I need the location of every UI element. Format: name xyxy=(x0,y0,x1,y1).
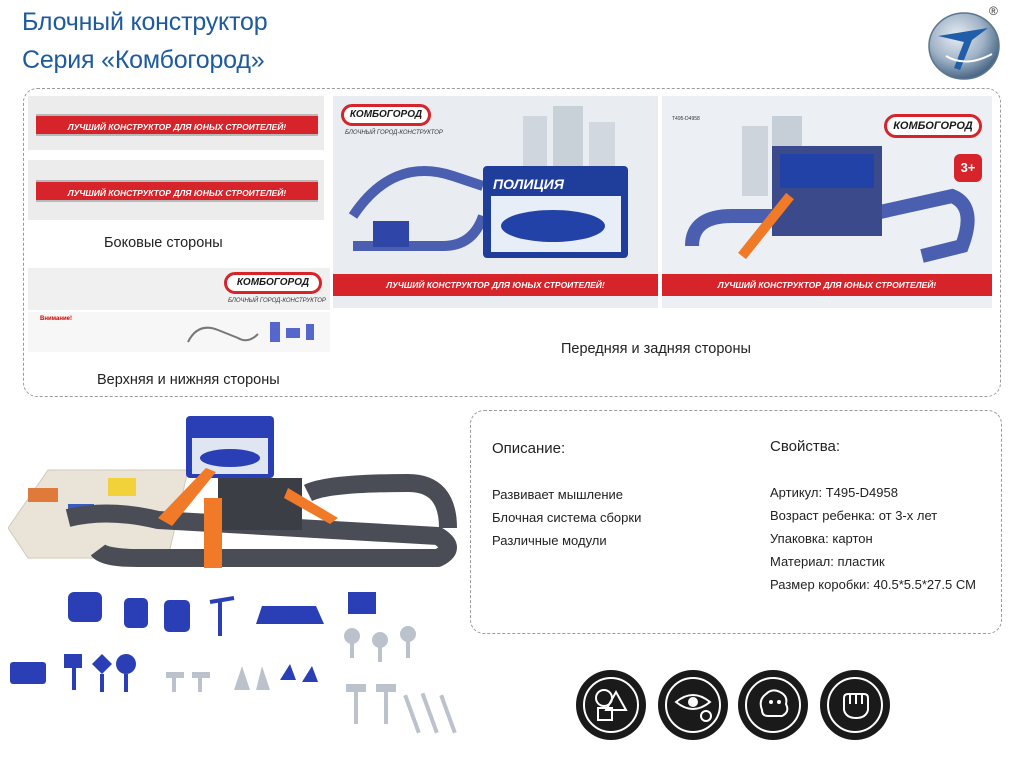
brand-logo-pill: КОМБОГОРОД xyxy=(884,114,982,138)
caption-top-bottom: Верхняя и нижняя стороны xyxy=(97,372,280,388)
description-item: Различные модули xyxy=(492,533,607,548)
slogan-banner: ЛУЧШИЙ КОНСТРУКТОР ДЛЯ ЮНЫХ СТРОИТЕЛЕЙ! xyxy=(36,114,318,136)
age-badge: 3+ xyxy=(954,154,982,182)
page-title: Блочный конструктор xyxy=(22,8,268,36)
property-item: Материал: пластик xyxy=(770,554,885,569)
shapes-icon xyxy=(576,670,646,740)
eye-icon xyxy=(658,670,728,740)
slogan-banner: ЛУЧШИЙ КОНСТРУКТОР ДЛЯ ЮНЫХ СТРОИТЕЛЕЙ! xyxy=(36,180,318,202)
slogan-banner: ЛУЧШИЙ КОНСТРУКТОР ДЛЯ ЮНЫХ СТРОИТЕЛЕЙ! xyxy=(333,274,658,296)
hand-icon xyxy=(820,670,890,740)
description-item: Блочная система сборки xyxy=(492,510,642,525)
registered-mark: ® xyxy=(989,4,998,18)
properties-heading: Свойства: xyxy=(770,438,841,455)
side-panel-photo-2: ЛУЧШИЙ КОНСТРУКТОР ДЛЯ ЮНЫХ СТРОИТЕЛЕЙ! xyxy=(28,160,324,220)
side-panel-photo-1: ЛУЧШИЙ КОНСТРУКТОР ДЛЯ ЮНЫХ СТРОИТЕЛЕЙ! xyxy=(28,96,324,150)
brand-logo-pill: КОМБОГОРОД xyxy=(224,272,322,294)
property-item: Артикул: T495-D4958 xyxy=(770,485,898,500)
product-parts-photo xyxy=(10,592,457,734)
brand-subtitle: БЛОЧНЫЙ ГОРОД-КОНСТРУКТОР xyxy=(228,298,326,304)
property-item: Возраст ребенка: от 3-х лет xyxy=(770,508,938,523)
sku-small: T495-D4958 xyxy=(672,116,700,122)
property-item: Упаковка: картон xyxy=(770,531,873,546)
brand-logo-pill: КОМБОГОРОД xyxy=(341,104,431,126)
page-subtitle: Серия «Комбогород» xyxy=(22,46,265,74)
brand-logo xyxy=(928,12,1000,80)
description-item: Развивает мышление xyxy=(492,487,624,502)
property-item: Размер коробки: 40.5*5.5*27.5 СМ xyxy=(770,577,976,592)
box-sign: ПОЛИЦИЯ xyxy=(493,176,564,192)
back-box-photo: T495-D4958 КОМБОГОРОД 3+ ЛУЧШИЙ КОНСТРУК… xyxy=(662,96,992,308)
bottom-panel-photo: Внимание! xyxy=(28,312,330,352)
description-heading: Описание: xyxy=(492,440,566,457)
caption-sides: Боковые стороны xyxy=(104,235,223,251)
packaging-section xyxy=(23,88,1001,397)
brand-subtitle: БЛОЧНЫЙ ГОРОД-КОНСТРУКТОР xyxy=(345,130,443,136)
description-section xyxy=(470,410,1002,634)
front-box-photo: КОМБОГОРОД БЛОЧНЫЙ ГОРОД-КОНСТРУКТОР ПОЛ… xyxy=(333,96,658,308)
top-panel-photo: КОМБОГОРОД БЛОЧНЫЙ ГОРОД-КОНСТРУКТОР xyxy=(28,268,330,310)
warning-label: Внимание! xyxy=(40,316,72,322)
brain-icon xyxy=(738,670,808,740)
caption-front-back: Передняя и задняя стороны xyxy=(561,341,751,357)
track-diagram xyxy=(187,322,314,343)
product-assembled-photo xyxy=(8,416,457,568)
slogan-banner: ЛУЧШИЙ КОНСТРУКТОР ДЛЯ ЮНЫХ СТРОИТЕЛЕЙ! xyxy=(662,274,992,296)
